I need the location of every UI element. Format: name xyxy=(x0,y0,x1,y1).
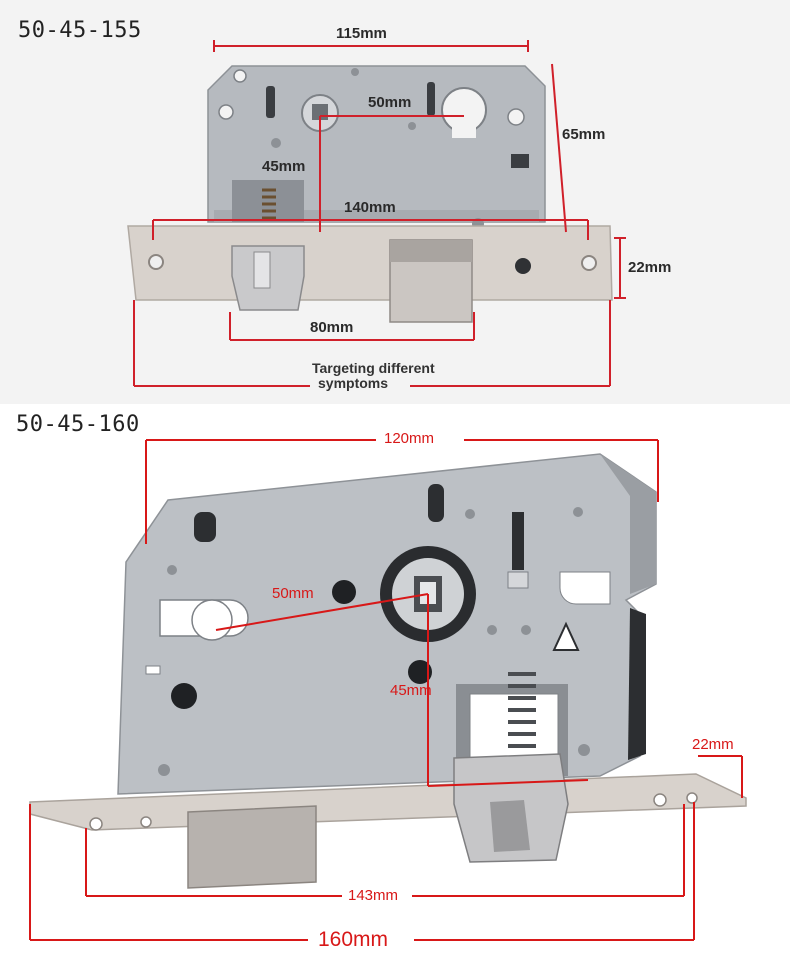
dim-center-distance: 45mm xyxy=(262,158,306,175)
spring xyxy=(262,188,276,220)
body-holes xyxy=(218,68,529,230)
face-plate xyxy=(127,225,613,301)
dimension-lines xyxy=(29,439,743,941)
dim-bolt-spacing: 80mm xyxy=(310,319,354,336)
latch-bolt xyxy=(453,753,569,863)
latch-bolt xyxy=(231,245,305,311)
dim-height: 65mm xyxy=(562,126,606,143)
lock-155-panel: 50-45-155 115mm 50mm 65mm 45mm 140mm 22m… xyxy=(0,0,790,404)
dim-width-top: 115mm xyxy=(336,25,387,42)
dim-plate-width: 22mm xyxy=(692,736,734,753)
dim-width-top: 120mm xyxy=(384,430,435,447)
caption-line-1: Targeting different xyxy=(312,360,435,376)
dim-center-distance: 45mm xyxy=(390,682,432,699)
lock-160-illustration xyxy=(29,439,747,941)
model-number: 50-45-160 xyxy=(16,412,140,437)
dim-plate-length: 160mm xyxy=(318,928,389,951)
dim-plate-width: 22mm xyxy=(628,259,672,276)
model-number: 50-45-155 xyxy=(18,18,142,43)
lock-160-panel: 50-45-160 120mm 50mm 45mm 22mm 143mm 160… xyxy=(0,404,790,968)
spring xyxy=(508,672,536,748)
caption-line-2: symptoms xyxy=(318,375,389,391)
dim-backset: 50mm xyxy=(368,94,412,111)
dim-backset: 50mm xyxy=(272,585,314,602)
dim-plate-length: 140mm xyxy=(344,199,396,216)
lock-155-illustration xyxy=(127,40,626,387)
dimension-lines xyxy=(133,40,626,387)
dead-bolt xyxy=(389,239,473,323)
dead-bolt xyxy=(187,805,317,889)
dim-hole-spacing: 143mm xyxy=(348,887,399,904)
